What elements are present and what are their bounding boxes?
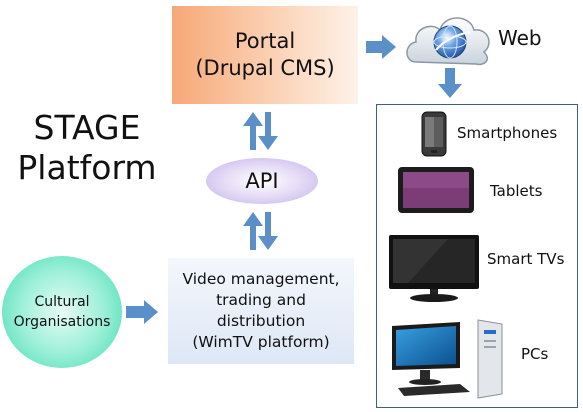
stage-title-line1: STAGE <box>33 108 141 147</box>
video-line-1: Video management, <box>182 270 340 288</box>
stage-title-line2: Platform <box>17 148 157 187</box>
tablet-icon <box>398 167 474 213</box>
arrow-cultural-to-video <box>126 300 158 324</box>
cultural-line2: Organisations <box>13 314 111 330</box>
device-label-tablets: Tablets <box>490 182 543 200</box>
arrow-api-to-portal <box>243 112 263 150</box>
portal-title: Portal <box>234 29 296 53</box>
web-label: Web <box>498 26 542 50</box>
video-line-3: distribution <box>216 312 306 330</box>
video-line-4: (WimTV platform) <box>192 333 330 351</box>
portal-subtitle: (Drupal CMS) <box>195 56 335 80</box>
arrow-portal-to-web <box>366 35 396 59</box>
stage-platform-title: STAGE Platform <box>12 108 162 188</box>
api-ellipse: API <box>206 158 318 204</box>
arrow-portal-to-api <box>258 112 278 150</box>
cloud-globe-icon <box>406 17 490 66</box>
device-label-pcs: PCs <box>521 345 549 363</box>
api-label: API <box>245 169 279 193</box>
device-label-smart-tvs: Smart TVs <box>487 250 565 268</box>
arrow-api-to-video <box>258 212 278 250</box>
cultural-organisations-circle: Cultural Organisations <box>2 256 122 368</box>
smartphone-icon <box>421 111 447 157</box>
video-management-box: Video management, trading and distributi… <box>168 258 354 364</box>
portal-box: Portal (Drupal CMS) <box>172 6 358 104</box>
tv-icon <box>389 235 479 302</box>
pc-icon <box>392 319 503 399</box>
arrow-web-to-devices <box>438 68 462 98</box>
device-label-smartphones: Smartphones <box>457 124 558 142</box>
cultural-line1: Cultural <box>34 294 90 310</box>
video-line-2: trading and <box>216 291 306 309</box>
arrow-video-to-api <box>243 212 263 250</box>
